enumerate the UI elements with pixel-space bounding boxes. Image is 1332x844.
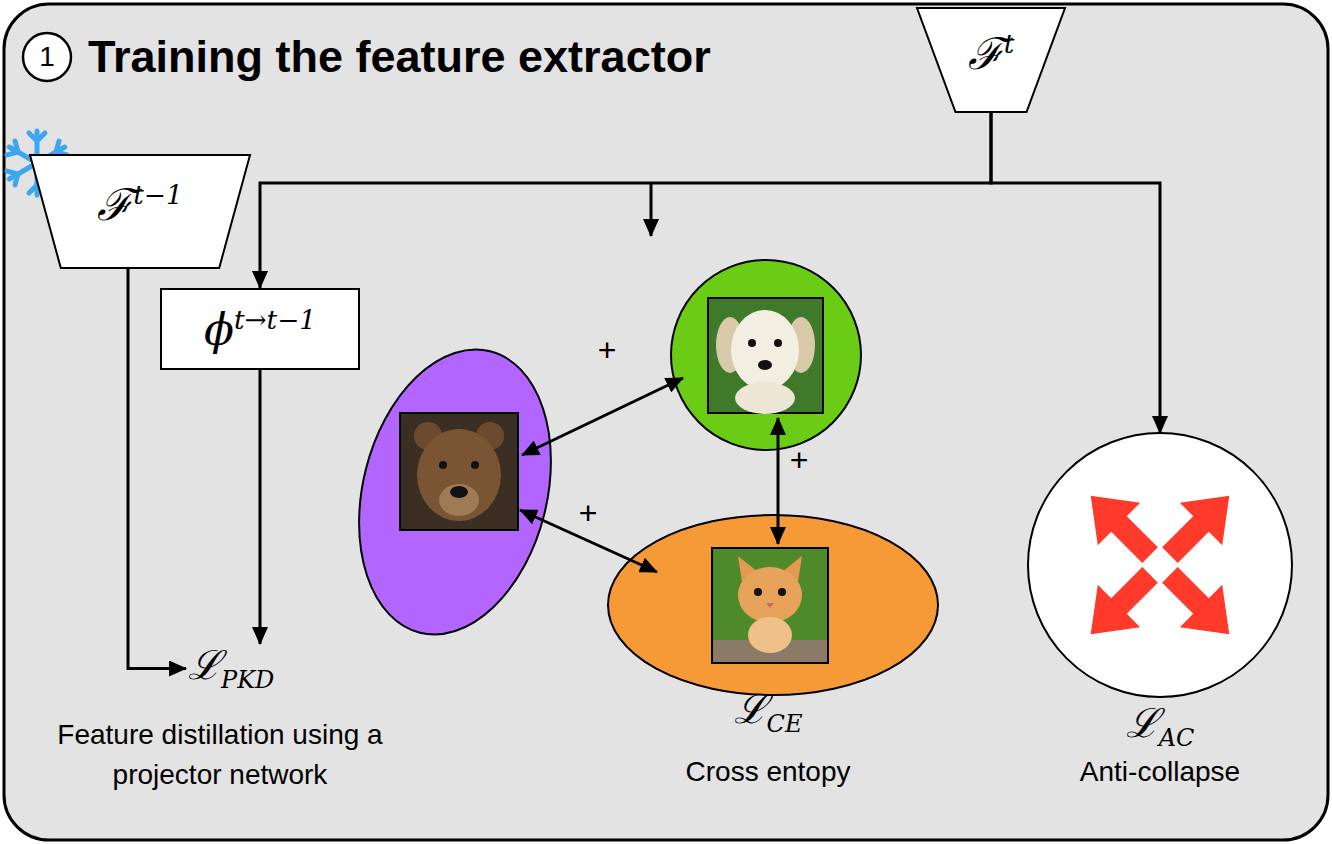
loss-node: ℒPKDFeature distillation using a project… [188,645,274,692]
callout-number: 1 [39,41,55,73]
bear-photo [400,413,518,530]
dog-photo [708,298,823,414]
red-arrow [1149,474,1251,576]
math-base: ϕ [204,303,234,354]
callout-circle [23,33,71,81]
circle-outline [1028,433,1292,697]
connector [259,370,262,644]
caption-text: Anti-collapse [988,755,1332,789]
math-base: ℱ [97,179,133,230]
trapezoid-shape [917,8,1065,112]
math-index: t→t−1 [234,304,316,335]
math-label: ϕt→t−1 [204,307,316,352]
dog-cluster [671,260,861,450]
plus-sign: + [579,495,598,532]
encoder-trapezoid: ℱt−1 [30,155,250,268]
pair-arrow [777,418,780,544]
projector-box: ϕt→t−1 [160,288,360,370]
loss-label: ℒCE [734,689,803,736]
math-index: t−1 [133,179,183,210]
math-index: t [1004,28,1015,59]
cat-cluster [608,515,938,695]
plus-sign: + [790,442,809,479]
expand-arrows [1028,433,1292,697]
math-label: ℱt [968,31,1015,76]
red-arrow [1149,554,1251,656]
math-label: ℱt−1 [97,182,183,227]
math-base: ℱ [968,27,1004,78]
bear-cluster [331,329,580,655]
caption-text: Feature distillation using a projector n… [45,715,395,795]
panel [4,4,1328,840]
math-index: PKD [221,666,274,694]
red-arrow [1069,554,1171,656]
math-label: ℒAC [988,699,1332,753]
caption-text: Cross entopy [686,756,851,788]
math-index: AC [1159,724,1195,752]
connector [260,112,991,288]
math-base: ℒ [188,642,221,688]
anti-collapse-circle: ℒACAnti-collapse [1028,433,1292,697]
math-base: ℒ [1126,700,1159,746]
cat-photo [712,548,828,663]
encoder-trapezoid: ℱt [917,8,1065,112]
circle-shape [1028,433,1292,697]
title: Training the feature extractor [88,29,711,85]
connector [991,112,1160,433]
math-index: CE [767,710,803,738]
red-arrow [1069,474,1171,576]
trapezoid-shape [30,155,250,268]
math-base: ℒ [734,686,767,732]
pair-arrow [522,378,683,455]
trapezoid-outline [30,155,250,268]
branch-arrow [650,183,653,236]
math-label: ℒPKD [188,645,274,692]
plus-sign: + [598,332,617,369]
